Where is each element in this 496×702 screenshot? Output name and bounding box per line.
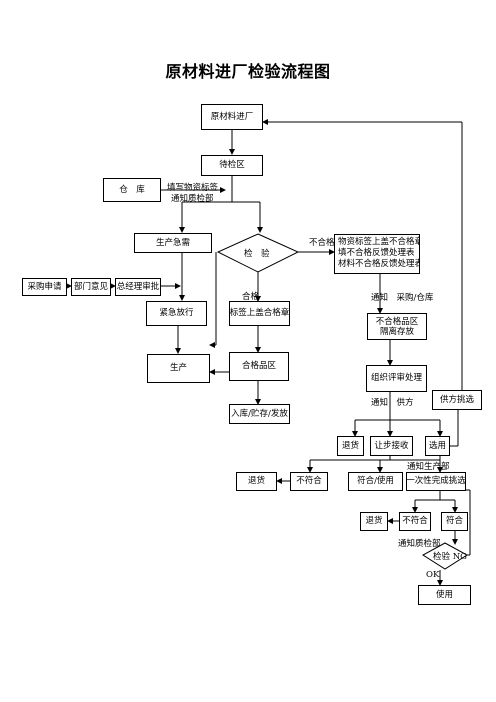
nc-fill-line-2: 填不合格反馈处理表: [338, 248, 415, 258]
node-use: 使用: [418, 585, 471, 605]
node-nc-area: 不合格品区 隔离存放: [367, 313, 427, 340]
nc-area-line-2: 隔离存放: [379, 326, 414, 337]
node-return-1: 退货: [337, 436, 364, 456]
node-pending: 待检区: [201, 155, 263, 176]
node-conform-2: 符合: [441, 512, 468, 531]
node-nonconform-1: 不符合: [290, 472, 328, 491]
node-concession: 让步接收: [370, 436, 413, 456]
node-urgent: 生产急需: [134, 233, 212, 253]
node-gm-approve: 总经理审批: [115, 278, 161, 296]
nc-fill-line-1: 物资标签上盖不合格章: [338, 237, 420, 247]
nc-fill-line-3: 材料不合格反馈处理表: [338, 259, 420, 269]
label-notify-qc-2: 通知质检部: [398, 539, 441, 549]
label-notify-qc: 通知质检部: [171, 194, 214, 204]
nc-area-line-1: 不合格品区: [375, 316, 419, 327]
node-warehouse: 仓 库: [103, 178, 161, 202]
node-incoming: 原材料进厂: [201, 104, 263, 130]
inspect-diamond: [216, 233, 300, 273]
node-inspect-text: 检 验: [244, 249, 270, 259]
node-emergency: 紧急放行: [146, 301, 207, 326]
label-notify-purchase: 通知 采购/仓库: [371, 293, 434, 303]
node-one-time: 一次性完成挑选: [406, 472, 466, 491]
recheck-diamond: [422, 542, 468, 570]
node-ok-area: 合格品区: [229, 352, 289, 381]
label-ng: 不合格: [309, 238, 335, 248]
node-return-3: 退货: [360, 512, 388, 531]
label-notify-supplier: 通知 供方: [371, 398, 414, 408]
node-nonconform-2: 不符合: [399, 512, 431, 531]
node-store: 入库/贮存/发放: [229, 404, 290, 424]
node-review: 组织评审处理: [366, 365, 427, 392]
node-conform-use: 符合/使用: [348, 472, 403, 491]
label-ok: 合格: [242, 292, 260, 302]
node-recheck-text: 检验 NG: [433, 552, 467, 562]
node-ok-stamp: 标签上盖合格章: [229, 301, 290, 326]
label-ok-out: OK: [426, 570, 440, 580]
node-purchase-req: 采购申请: [22, 278, 67, 296]
label-fill-tag: 填写物资标签: [167, 183, 219, 193]
node-supplier-pick: 供方挑选: [432, 390, 482, 410]
node-select: 选用: [425, 436, 450, 456]
label-notify-prod: 通知生产部: [407, 462, 450, 472]
page-title: 原材料进厂检验流程图: [165, 62, 331, 81]
node-nc-fill: 物资标签上盖不合格章 填不合格反馈处理表 材料不合格反馈处理表: [334, 234, 420, 274]
node-production: 生产: [147, 354, 210, 383]
node-return-2: 退货: [236, 472, 277, 491]
node-dept-opinion: 部门意见: [71, 278, 111, 296]
